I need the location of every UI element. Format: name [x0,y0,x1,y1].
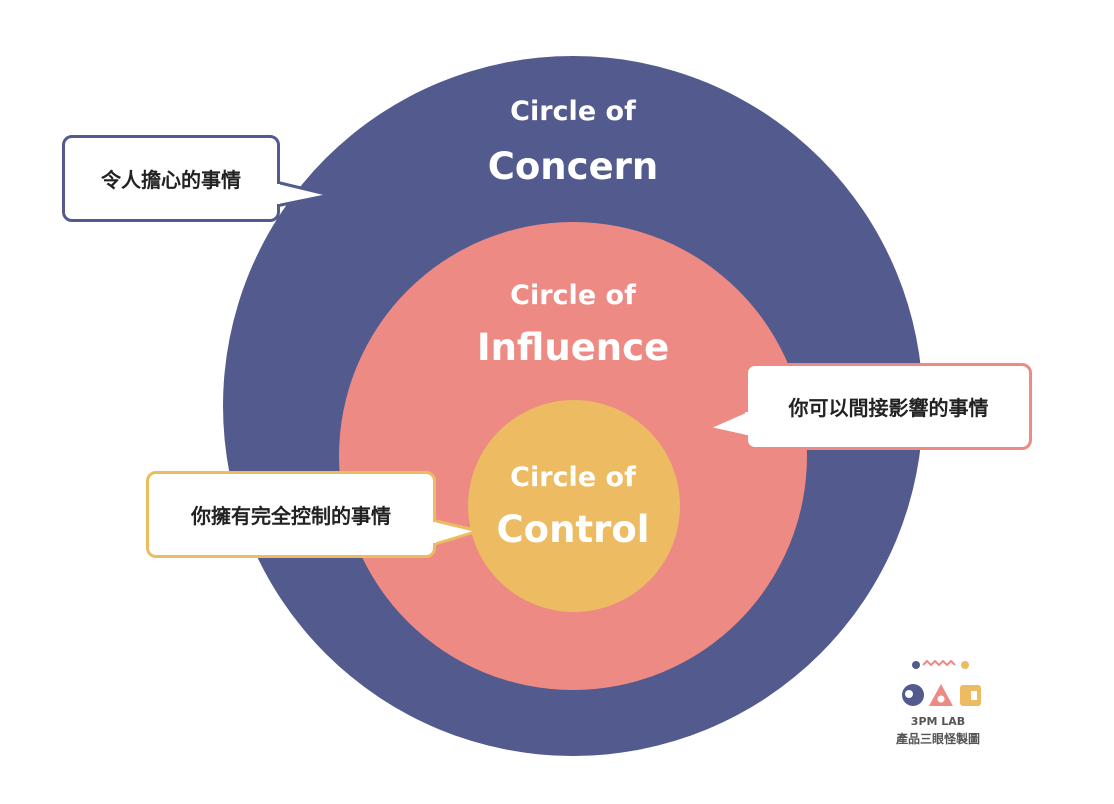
3pm-lab-logo [902,659,981,706]
concern-callout-text: 令人擔心的事情 [101,168,241,192]
logo-square-icon [960,685,981,706]
control-label-line1: Circle of [510,462,636,493]
influence-callout: 你可以間接影響的事情 [745,363,1032,450]
logo-wave-icon [922,659,956,667]
circle-of-control [468,400,680,612]
logo-eye-icon [902,684,924,706]
influence-callout-text: 你可以間接影響的事情 [788,396,989,420]
concern-label-line1: Circle of [510,96,636,127]
logo-dot-icon [912,661,920,669]
logo-subtitle: 產品三眼怪製圖 [895,732,980,746]
influence-label-line2: Influence [476,326,670,369]
logo-name: 3PM LAB [910,715,966,728]
control-callout-text: 你擁有完全控制的事情 [191,504,391,528]
logo-triangle-icon [929,684,953,706]
concern-label-line2: Concern [487,145,659,188]
logo-dot-yellow-icon [961,661,969,669]
control-label-line2: Control [496,508,650,551]
control-callout: 你擁有完全控制的事情 [146,471,436,558]
influence-label-line1: Circle of [510,280,636,311]
concern-callout: 令人擔心的事情 [62,135,280,222]
